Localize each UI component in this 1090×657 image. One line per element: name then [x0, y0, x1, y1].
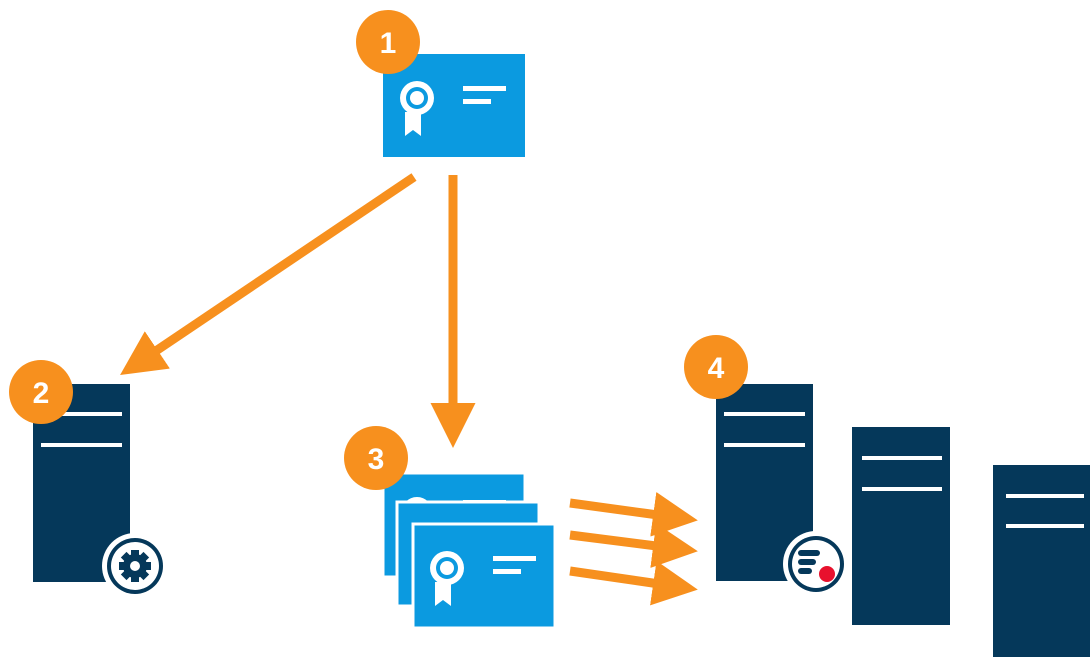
database-record-icon	[783, 531, 849, 597]
step-number-3: 3	[368, 443, 385, 476]
arrow-1-to-2	[120, 173, 417, 376]
step-2-server	[33, 384, 168, 599]
step-badge-1: 1	[356, 10, 420, 74]
certificate-card-front	[411, 522, 557, 630]
certificate-seal-icon	[400, 81, 434, 136]
server-tower-2	[852, 427, 950, 625]
step-number-1: 1	[380, 27, 397, 60]
step-number-4: 4	[708, 352, 725, 385]
certificate-seal-icon	[430, 551, 464, 606]
step-badge-4: 4	[684, 335, 748, 399]
arrow-3-to-4-bottom	[569, 560, 698, 606]
step-3-certificate-stack	[381, 471, 557, 630]
certificate-text-line	[463, 86, 506, 91]
server-tower-3	[993, 465, 1090, 657]
certificate-text-line	[463, 99, 491, 104]
step-number-2: 2	[33, 377, 50, 410]
step-badge-3: 3	[344, 426, 408, 490]
arrows	[120, 173, 698, 606]
recording-dot	[819, 566, 835, 582]
arrow-3-to-4-top	[569, 492, 698, 537]
step-1-certificate	[383, 54, 525, 157]
server-line	[41, 412, 122, 416]
gear-icon	[102, 533, 168, 599]
step-badge-2: 2	[9, 360, 73, 424]
arrow-3-to-4-middle	[569, 523, 698, 568]
server-line	[41, 443, 122, 447]
step-4-server-cluster	[716, 384, 1090, 657]
